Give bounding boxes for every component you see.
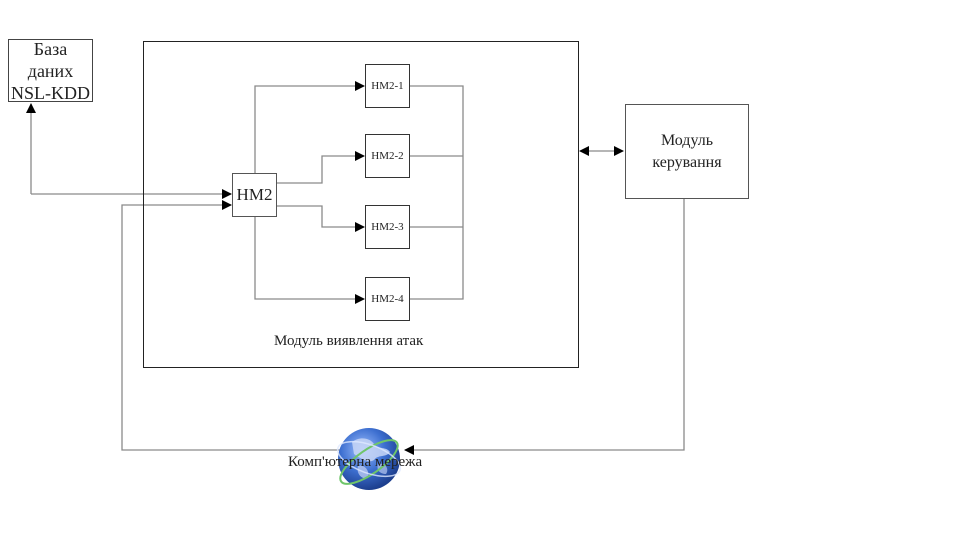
subnetwork-label: НМ2-4 [371,293,404,305]
main-network-label: НМ2 [236,185,273,204]
control-module-line1: Модуль [660,131,714,149]
control-to-network-line [404,199,685,455]
database-box: База даних NSL-KDD [8,38,93,103]
control-module-line2: керування [652,153,722,171]
subnetwork-box-3: НМ2-3 [365,205,410,249]
main-network-box: НМ2 [232,173,277,217]
globe-icon [336,428,402,490]
database-label-line2: NSL-KDD [11,82,90,103]
subnetwork-box-1: НМ2-1 [365,64,410,108]
detection-module-box [143,41,579,368]
hm2-to-sub2-line [277,151,365,184]
hm2-to-sub4-line [254,217,365,304]
control-module-box: Модуль керування [625,104,749,199]
subnetwork-box-4: НМ2-4 [365,277,410,321]
subnetwork-label: НМ2-2 [371,150,404,162]
network-label: Комп'ютерна мережа [288,454,423,470]
hm2-to-sub1-line [254,81,365,173]
subnetwork-label: НМ2-3 [371,221,404,233]
sub-output-bus [409,85,464,300]
hm2-to-sub3-line [277,205,365,232]
network-to-hm2-line [121,200,340,451]
subnetwork-label: НМ2-1 [371,80,404,92]
subnetwork-box-2: НМ2-2 [365,134,410,178]
database-label-line1: База даних [27,38,74,81]
detection-module-label: Модуль виявлення атак [274,333,424,349]
